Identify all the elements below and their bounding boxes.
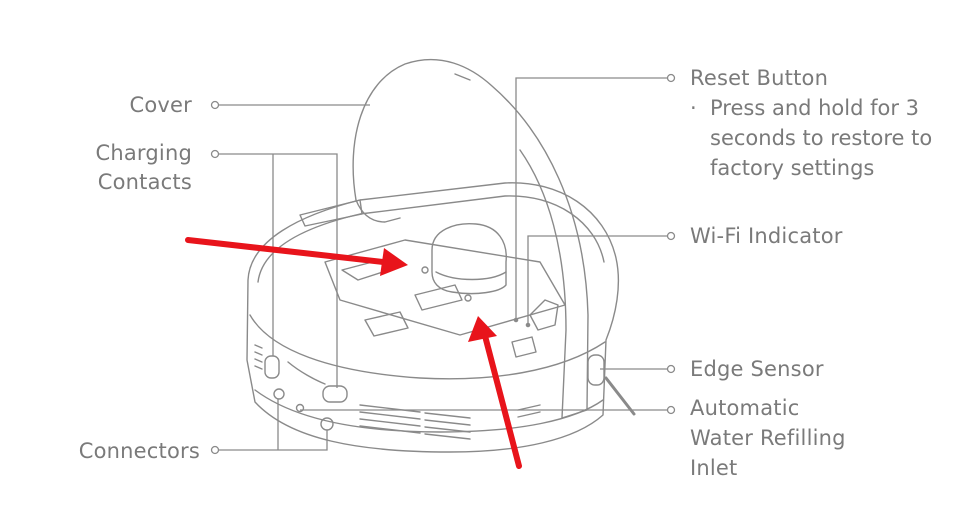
label-water-inlet-line1: Automatic — [690, 396, 800, 420]
cover-lid — [352, 58, 589, 419]
red-arrow-horizontal — [185, 237, 395, 266]
edge-sensor-endpoint — [666, 364, 676, 374]
callout-lines — [215, 77, 671, 451]
red-arrow-horizontal-head — [380, 248, 408, 276]
connector-port-right — [320, 417, 334, 431]
tray-grid — [511, 336, 537, 358]
tray-dot-2 — [464, 294, 472, 302]
red-annotation-arrows — [185, 237, 522, 469]
red-arrow-vertical-head — [468, 316, 497, 342]
edge-sensor-window — [587, 354, 605, 386]
reset-note-line2: seconds to restore to — [710, 126, 933, 150]
charging-contacts-endpoint — [210, 149, 220, 159]
connectors-endpoint — [210, 445, 220, 455]
label-charging-contacts-line2: Contacts — [97, 170, 192, 194]
inlet-port — [295, 403, 305, 413]
reset-note-line3: factory settings — [710, 156, 875, 180]
robot-top-rim — [257, 195, 605, 283]
tray-dot-1 — [421, 266, 429, 274]
callout-endpoints — [210, 73, 676, 455]
wifi-indicator-endpoint — [666, 231, 676, 241]
label-water-inlet-line2: Water Refilling — [690, 426, 846, 450]
charging-contacts-leader — [215, 153, 338, 388]
side-brush-arm — [604, 376, 636, 416]
side-vents — [359, 404, 541, 440]
reset-button-dot — [513, 317, 519, 323]
reset-note-line1: Press and hold for 3 — [710, 96, 920, 120]
label-reset-button: Reset Button — [690, 66, 829, 90]
water-inlet-endpoint — [666, 405, 676, 415]
wifi-indicator-dot — [525, 322, 531, 328]
reset-note: · Press and hold for 3 seconds to restor… — [690, 93, 950, 185]
charging-contact-left — [264, 355, 280, 379]
cover-endpoint — [210, 100, 220, 110]
left-latch — [299, 199, 363, 227]
cover-hinge-left — [355, 199, 401, 223]
red-arrow-vertical — [481, 329, 522, 469]
label-connectors: Connectors — [78, 439, 200, 463]
front-lip — [287, 361, 326, 385]
cover-handle — [454, 73, 471, 81]
lidar-turret-band — [435, 271, 507, 281]
robot-side-band — [249, 314, 606, 380]
label-wifi-indicator: Wi-Fi Indicator — [690, 224, 843, 248]
right-mount — [529, 299, 559, 331]
robot-vacuum-illustration — [246, 58, 636, 453]
reset-note-bullet: · — [690, 96, 697, 120]
reset-button-endpoint — [666, 73, 676, 83]
tray-plate — [324, 239, 566, 336]
label-cover: Cover — [129, 93, 192, 117]
tray-lower-tab — [364, 311, 409, 337]
label-water-inlet-line3: Inlet — [690, 456, 738, 480]
wifi-indicator-leader — [527, 235, 671, 323]
charging-contact-right — [322, 385, 348, 403]
reset-button-leader — [515, 77, 671, 318]
connectors-leader — [215, 430, 328, 451]
label-charging-contacts-line1: Charging — [95, 141, 192, 165]
label-edge-sensor: Edge Sensor — [690, 357, 824, 381]
tray-vent — [414, 284, 463, 311]
robot-lower-band — [254, 389, 604, 433]
lidar-turret — [431, 223, 507, 295]
left-grille — [254, 344, 263, 370]
connector-port-left — [273, 388, 285, 400]
